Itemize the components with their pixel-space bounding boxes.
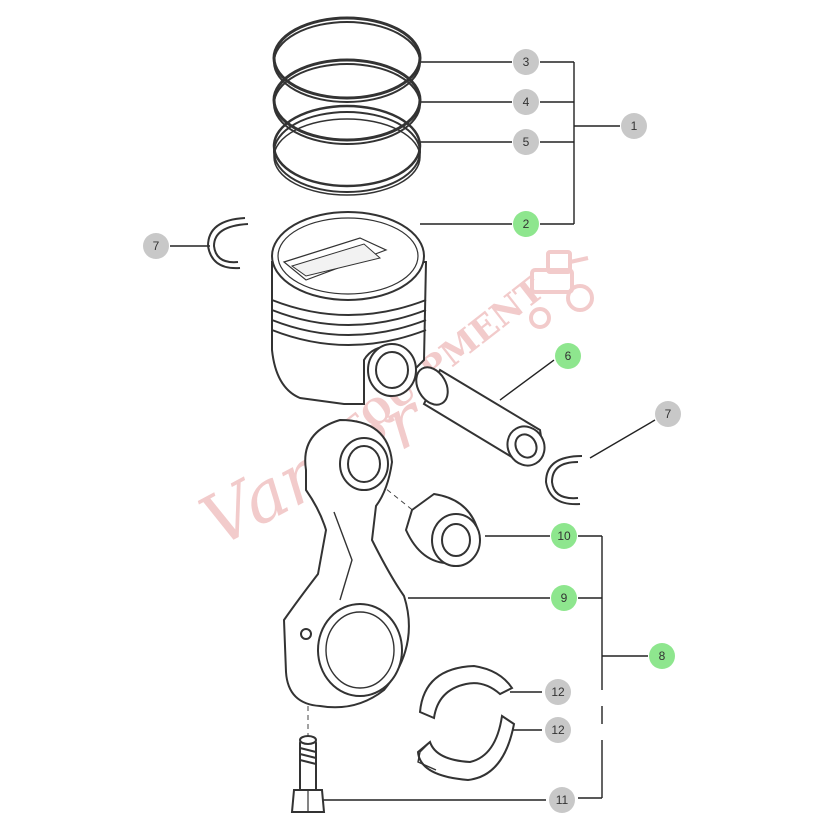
alignment-lines xyxy=(307,483,416,740)
callout-6[interactable]: 6 xyxy=(555,343,581,369)
callout-label: 11 xyxy=(556,793,569,807)
rod-bolt xyxy=(292,736,324,812)
callout-label: 12 xyxy=(551,685,565,699)
piston-ring-oil xyxy=(274,106,420,195)
snap-ring-right xyxy=(546,456,582,504)
piston-pin xyxy=(410,362,552,473)
callout-9[interactable]: 9 xyxy=(551,585,577,611)
callout-7-left[interactable]: 7 xyxy=(143,233,169,259)
snap-ring-left xyxy=(208,218,248,268)
callout-label: 8 xyxy=(659,649,666,663)
callout-label: 7 xyxy=(665,407,672,421)
callout-12-upper[interactable]: 12 xyxy=(545,679,571,705)
callout-label: 4 xyxy=(523,95,530,109)
callout-8[interactable]: 8 xyxy=(649,643,675,669)
callout-label: 3 xyxy=(523,55,530,69)
callout-label: 10 xyxy=(557,529,571,543)
callout-2[interactable]: 2 xyxy=(513,211,539,237)
leader-lines xyxy=(170,61,656,801)
callout-label: 9 xyxy=(561,591,568,605)
piston-ring-top xyxy=(274,18,420,102)
rod-bearing-shells xyxy=(418,666,514,780)
connecting-rod xyxy=(284,420,409,707)
callout-10[interactable]: 10 xyxy=(551,523,577,549)
callout-7-right[interactable]: 7 xyxy=(655,401,681,427)
callout-label: 2 xyxy=(523,217,530,231)
callout-3[interactable]: 3 xyxy=(513,49,539,75)
callout-12-lower[interactable]: 12 xyxy=(545,717,571,743)
piston-ring-middle xyxy=(274,60,420,144)
callout-11[interactable]: 11 xyxy=(549,787,575,813)
small-end-bushing xyxy=(406,494,480,566)
piston xyxy=(272,212,426,404)
callout-label: 1 xyxy=(631,119,638,133)
callout-label: 7 xyxy=(153,239,160,253)
watermark-tractor-icon xyxy=(529,250,594,329)
callout-1[interactable]: 1 xyxy=(621,113,647,139)
callout-label: 6 xyxy=(565,349,572,363)
callout-5[interactable]: 5 xyxy=(513,129,539,155)
callout-label: 12 xyxy=(551,723,565,737)
callout-label: 5 xyxy=(523,135,530,149)
callout-4[interactable]: 4 xyxy=(513,89,539,115)
